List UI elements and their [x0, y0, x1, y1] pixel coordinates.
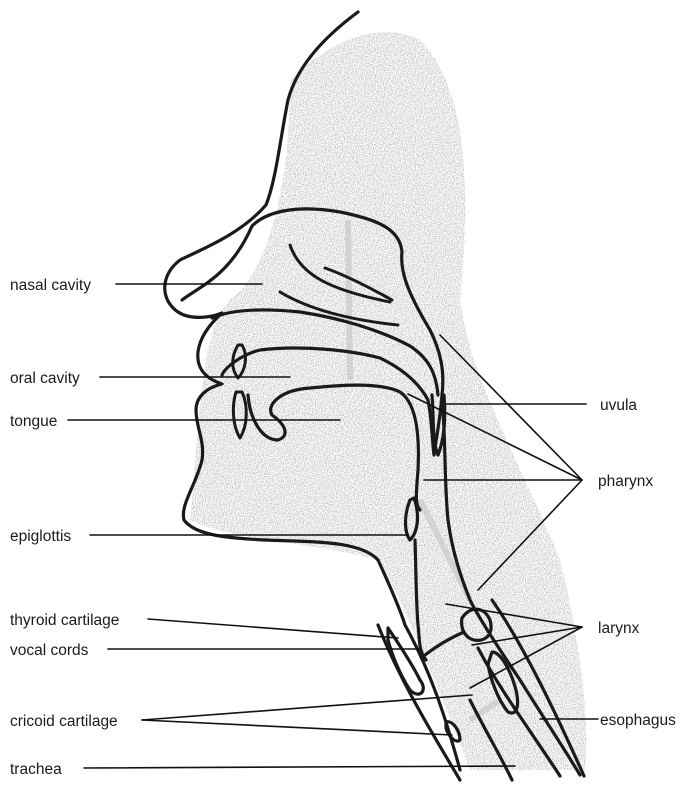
- leader-thyroid-cartilage: [148, 619, 398, 638]
- label-cricoid-cartilage: cricoid cartilage: [10, 713, 118, 730]
- label-esophagus: esophagus: [600, 712, 676, 729]
- label-pharynx: pharynx: [598, 473, 653, 490]
- label-uvula: uvula: [600, 397, 637, 414]
- label-nasal-cavity: nasal cavity: [10, 277, 91, 294]
- label-tongue: tongue: [10, 413, 57, 430]
- label-vocal-cords: vocal cords: [10, 642, 89, 659]
- leader-trachea: [84, 766, 515, 768]
- label-larynx: larynx: [598, 620, 640, 637]
- label-oral-cavity: oral cavity: [10, 370, 80, 387]
- label-thyroid-cartilage: thyroid cartilage: [10, 612, 119, 629]
- leader-cricoid-2: [142, 720, 452, 735]
- label-epiglottis: epiglottis: [10, 528, 71, 545]
- label-trachea: trachea: [10, 761, 62, 778]
